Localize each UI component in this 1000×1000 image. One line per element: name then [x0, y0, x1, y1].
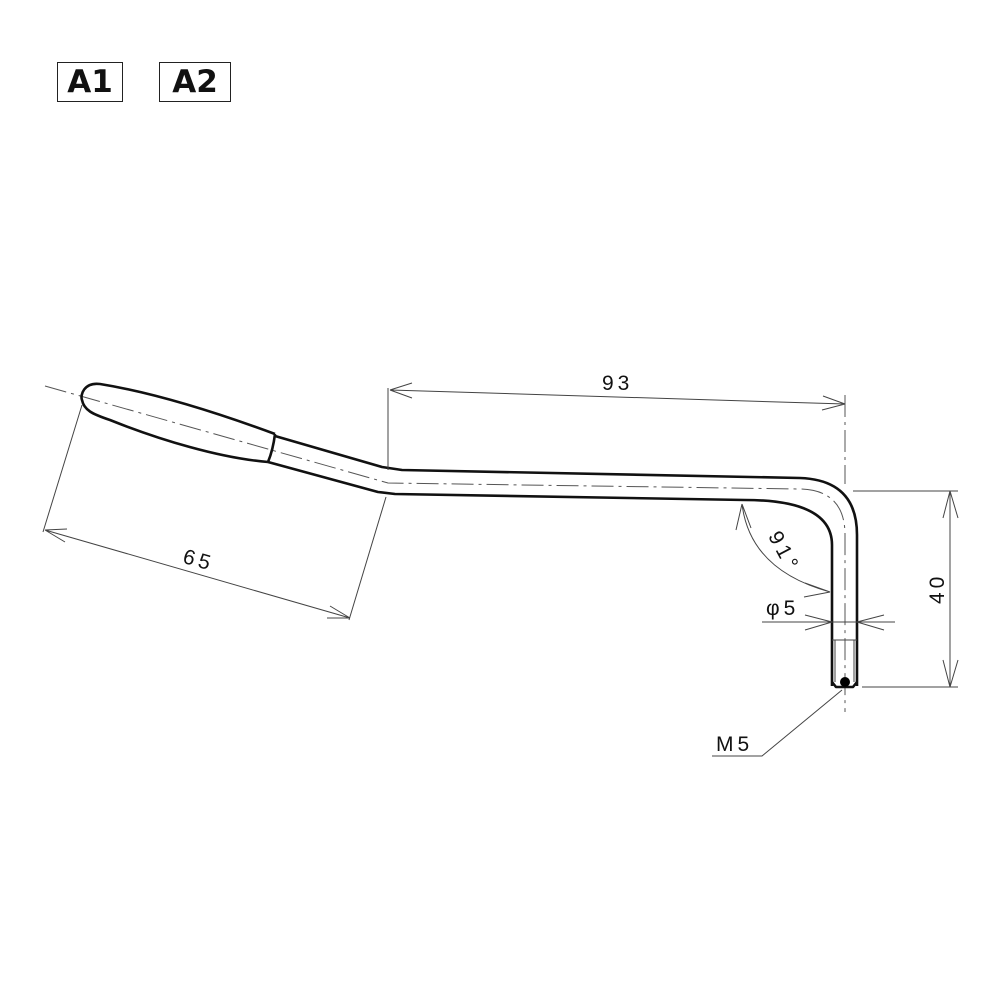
dim-93-label: 93: [602, 372, 633, 395]
dim-91-arc: [735, 503, 831, 598]
tip-dot: [840, 677, 850, 687]
dim-phi5-lines: [762, 614, 895, 631]
grip-end-line: [266, 433, 277, 463]
variant-label-a2: A2: [159, 62, 231, 102]
dim-m5-label: M5: [716, 733, 753, 756]
rod-outline-bottom: [267, 460, 834, 686]
dim-m5-leader: [712, 689, 843, 757]
rod-tip: [830, 681, 859, 689]
grip: [80, 382, 276, 464]
rod-outline-top: [274, 434, 859, 686]
dim-91-label: 91°: [763, 527, 804, 576]
dim-65-lines: [42, 404, 387, 621]
dim-65-label: 65: [180, 545, 216, 576]
dim-phi5-label: φ5: [766, 597, 799, 620]
dim-40-label: 40: [926, 573, 949, 604]
dim-93-lines: [387, 382, 846, 470]
centerline: [44, 385, 846, 712]
dim-40-lines: [853, 490, 959, 688]
variant-label-a1: A1: [57, 62, 123, 102]
